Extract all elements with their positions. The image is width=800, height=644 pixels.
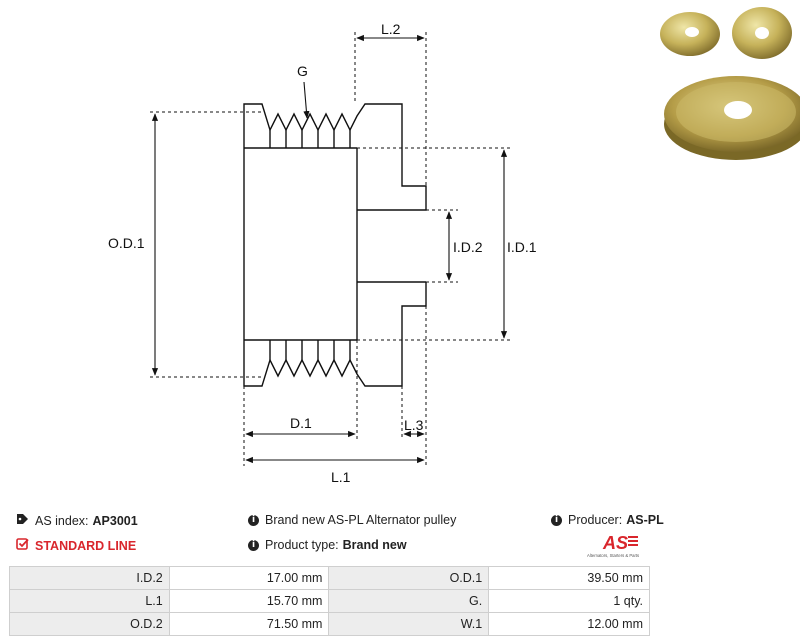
- label-g: G: [297, 63, 308, 79]
- as-index-value: AP3001: [92, 513, 138, 528]
- spec-label: G.: [328, 589, 490, 613]
- description: i Brand new AS-PL Alternator pulley: [248, 513, 456, 527]
- label-id1: I.D.1: [507, 239, 537, 255]
- as-index: AS index: AP3001: [16, 513, 138, 528]
- producer: i Producer: AS-PL: [551, 513, 664, 527]
- spec-label: O.D.2: [9, 612, 170, 636]
- spec-label: W.1: [328, 612, 490, 636]
- info-icon: i: [248, 514, 259, 526]
- label-l2: L.2: [381, 21, 401, 37]
- as-index-label: AS index:: [35, 513, 89, 528]
- washer-photo-2: [732, 7, 792, 59]
- specs-table: I.D.2 17.00 mm O.D.1 39.50 mm L.1 15.70 …: [9, 566, 650, 636]
- product-type-value: Brand new: [342, 538, 407, 552]
- product-type: i Product type: Brand new: [248, 538, 407, 552]
- spec-value: 17.00 mm: [168, 566, 330, 590]
- producer-label: Producer:: [568, 513, 623, 527]
- checkbox-check-icon: [16, 538, 29, 553]
- logo-mark: AS: [602, 533, 628, 553]
- label-id2: I.D.2: [453, 239, 483, 255]
- spec-label: L.1: [9, 589, 170, 613]
- label-l3: L.3: [404, 417, 424, 433]
- spec-value: 12.00 mm: [488, 612, 650, 636]
- spec-value: 15.70 mm: [168, 589, 330, 613]
- info-icon: i: [551, 514, 562, 526]
- pulley-photo: [664, 76, 800, 160]
- label-d1: D.1: [290, 415, 312, 431]
- table-row: O.D.2 71.50 mm W.1 12.00 mm: [9, 612, 650, 636]
- washer-photo-1: [660, 12, 720, 56]
- logo-tagline: Alternators, Starters & Parts: [587, 553, 639, 558]
- as-pl-logo: AS Alternators, Starters & Parts: [587, 533, 639, 558]
- product-photos: [660, 7, 800, 160]
- label-od1: O.D.1: [108, 235, 145, 251]
- standard-line: STANDARD LINE: [16, 538, 136, 553]
- spec-label: O.D.1: [328, 566, 490, 590]
- spec-value: 39.50 mm: [488, 566, 650, 590]
- standard-line-label: STANDARD LINE: [35, 538, 137, 553]
- spec-value: 71.50 mm: [168, 612, 330, 636]
- label-l1: L.1: [331, 469, 351, 485]
- producer-value: AS-PL: [626, 513, 664, 527]
- info-icon: i: [248, 539, 259, 551]
- table-row: I.D.2 17.00 mm O.D.1 39.50 mm: [9, 566, 650, 590]
- product-type-label: Product type:: [265, 538, 339, 552]
- tag-icon: [16, 513, 29, 528]
- table-row: L.1 15.70 mm G. 1 qty.: [9, 589, 650, 613]
- spec-value: 1 qty.: [488, 589, 650, 613]
- description-text: Brand new AS-PL Alternator pulley: [265, 513, 457, 527]
- pulley-technical-drawing: O.D.1 G L.2 I.D.2 I.D.1 D.1 L.3 L.1: [108, 21, 537, 485]
- spec-label: I.D.2: [9, 566, 170, 590]
